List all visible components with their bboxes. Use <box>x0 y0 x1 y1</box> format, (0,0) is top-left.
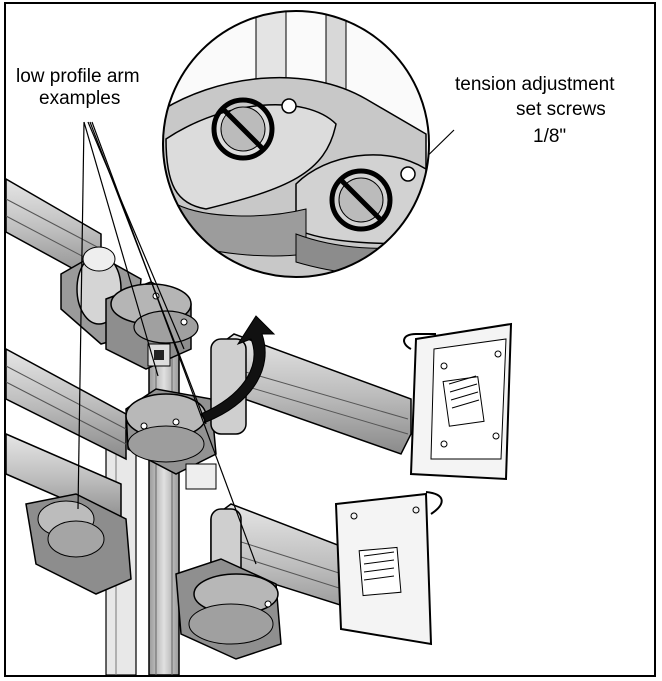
tension-label-line3: 1/8" <box>533 126 567 147</box>
diagram-frame: low profile arm examples tension adjustm… <box>4 2 656 677</box>
prohibited-icon <box>329 168 393 232</box>
monitor-mount-lower <box>334 491 443 646</box>
hex-screw-icon <box>281 98 297 114</box>
arm-left-middle <box>6 348 127 461</box>
rotate-arrow-icon <box>200 315 276 423</box>
monitor-mount-upper <box>403 322 513 481</box>
arm-label-line1: low profile arm <box>16 66 140 87</box>
knuckle-lower <box>175 558 282 660</box>
arm-label-line2: examples <box>39 88 121 109</box>
knuckle-upper <box>105 281 199 370</box>
tension-label-line2: set screws <box>516 99 606 120</box>
arm-left-lower <box>6 433 132 595</box>
monitor-arm-illustration <box>6 10 513 675</box>
zoom-inset <box>162 10 430 278</box>
prohibited-icon <box>211 97 275 161</box>
tension-label-line1: tension adjustment <box>455 74 615 95</box>
